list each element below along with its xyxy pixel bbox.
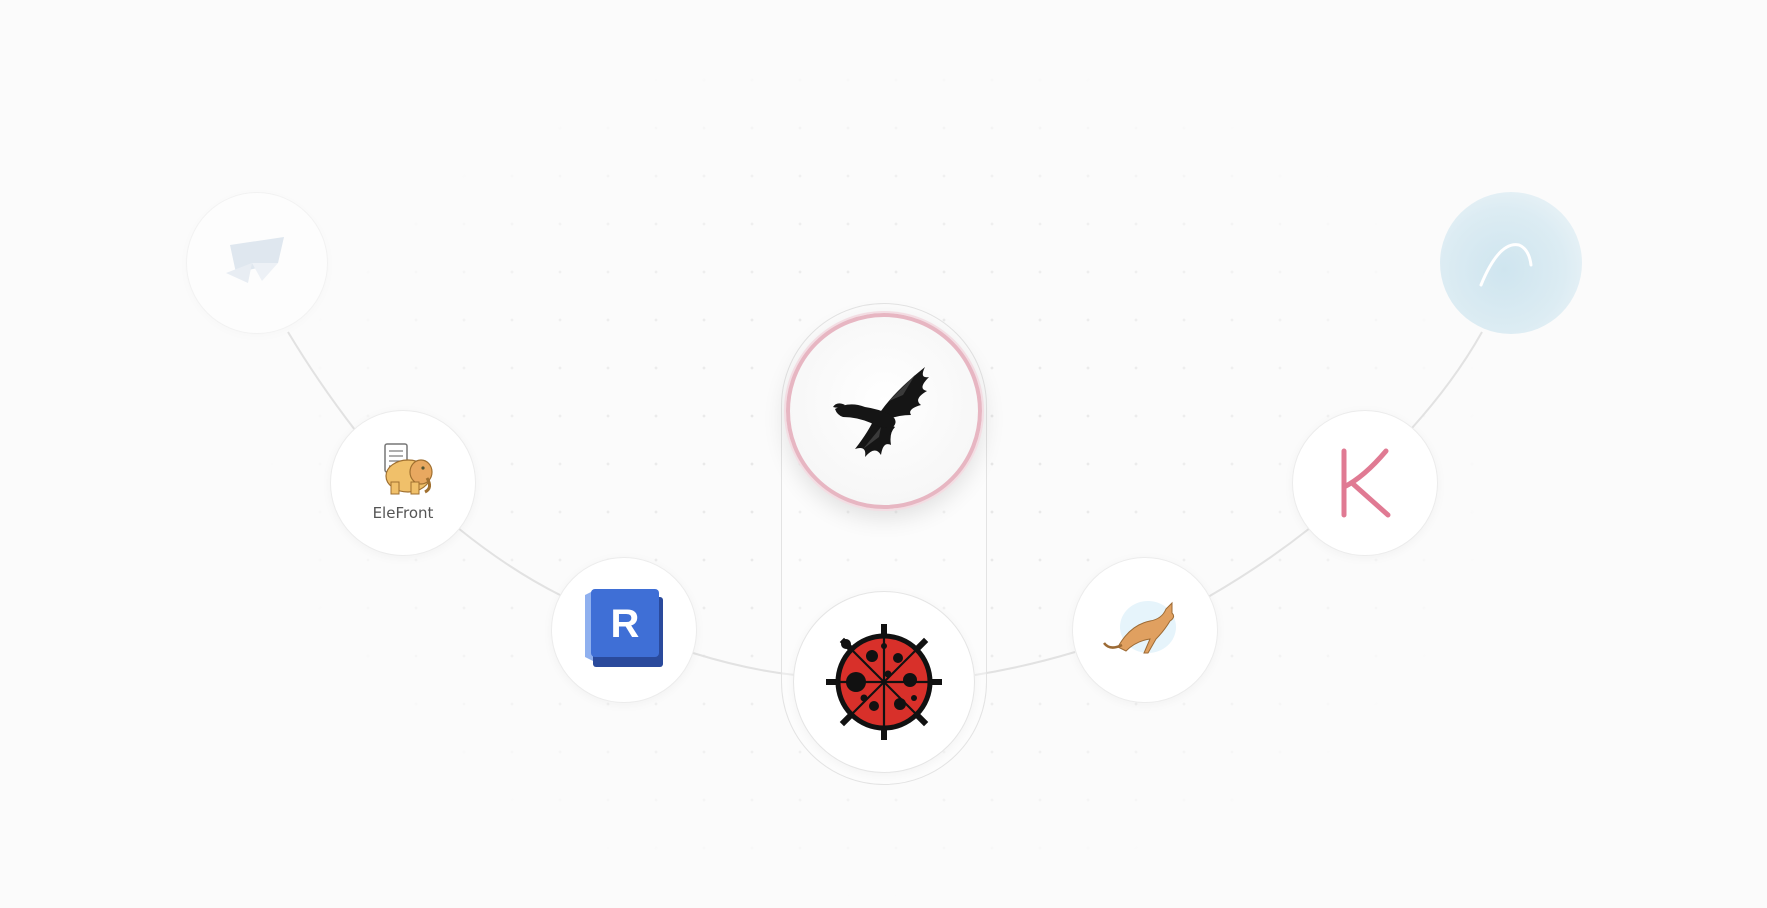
plugin-node-featured[interactable] [786,313,982,509]
k-letter-icon [1341,448,1391,518]
plugin-node-revit[interactable]: R [551,557,697,703]
ladybug-icon [826,624,942,740]
plugin-node-k[interactable] [1292,410,1438,556]
elefront-elephant-icon: EleFront [373,443,434,522]
plugin-node-elefront[interactable]: EleFront [330,410,476,556]
revit-icon: R [585,589,663,667]
eagle-icon [833,367,929,457]
plugin-node-topright[interactable] [1440,192,1582,334]
plugin-node-ladybug[interactable] [793,591,975,773]
plugin-node-topleft[interactable] [186,192,328,334]
elefront-label: EleFront [373,504,434,522]
wire-k-topright [1411,331,1483,429]
folded-plane-icon [226,237,284,283]
revit-letter: R [611,602,640,646]
wire-topleft-elefront [287,331,356,431]
kangaroo-icon [1103,601,1176,654]
wire-bug-kangaroo [974,651,1076,676]
plugin-node-kangaroo[interactable] [1072,557,1218,703]
arc-line-icon [1479,243,1533,287]
wire-kangaroo-k [1207,527,1311,598]
wire-revit-bug [692,652,796,676]
wire-elefront-revit [457,527,561,596]
